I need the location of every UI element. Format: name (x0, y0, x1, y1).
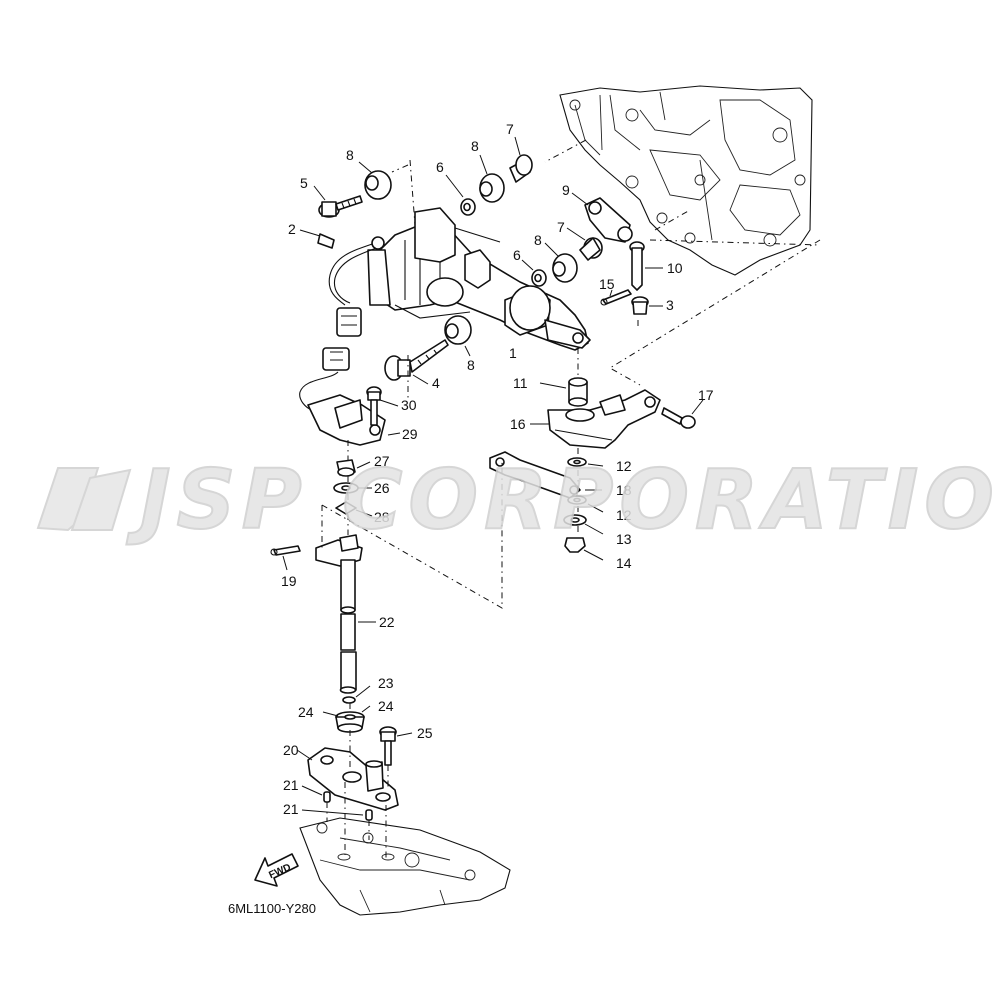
part-5-bolt (313, 185, 363, 218)
part-21-dowel-pin (301, 785, 331, 803)
callout-28: 28 (374, 509, 390, 525)
watermark-text: JSP CORPORATION (126, 453, 1000, 548)
part-10-pin (629, 241, 663, 291)
callout-22: 22 (379, 614, 395, 630)
drawing-code: 6ML1100-Y280 (228, 901, 316, 916)
callout-8-lower: 8 (467, 357, 475, 373)
callout-18: 18 (616, 482, 632, 498)
callout-21-upper: 21 (283, 777, 299, 793)
callout-19: 19 (281, 573, 297, 589)
part-27-nut (336, 459, 371, 477)
lower-housing-outline (299, 817, 511, 916)
callout-26: 26 (374, 480, 390, 496)
part-14-nut (564, 537, 604, 561)
part-9-link (571, 192, 633, 243)
callout-13: 13 (616, 531, 632, 547)
callout-14: 14 (616, 555, 632, 571)
callout-3: 3 (666, 297, 674, 313)
callout-9: 9 (562, 182, 570, 198)
engine-block-outline (559, 85, 813, 276)
part-11-collar (539, 377, 588, 407)
part-6-washer-middle (521, 259, 547, 287)
wire-harness (328, 236, 385, 337)
part-13-washer (563, 514, 604, 535)
part-12-washer-upper (567, 457, 604, 467)
part-8-grommet-upper (358, 161, 392, 200)
alignment-lines (321, 139, 821, 860)
part-22-shift-shaft (315, 534, 376, 694)
part-28-clip (335, 501, 373, 517)
callout-25: 25 (417, 725, 433, 741)
part-25-bolt (379, 726, 413, 766)
part-23-o-ring (342, 685, 371, 704)
callout-15: 15 (599, 276, 615, 292)
callout-27: 27 (374, 453, 390, 469)
shift-rod-assembly (367, 207, 591, 351)
part-15-cotter-pin (600, 289, 632, 306)
callout-30: 30 (401, 397, 417, 413)
part-12-washer-lower (567, 495, 604, 513)
callout-7-lower: 7 (557, 219, 565, 235)
part-4-bolt (384, 339, 449, 385)
watermark: JSP CORPORATION (36, 452, 1000, 549)
callout-12-lower: 12 (616, 507, 632, 523)
callout-5: 5 (300, 175, 308, 191)
part-8-grommet-upper-right (479, 154, 505, 203)
callout-labels: 1 2 3 4 5 6 6 7 7 8 8 8 8 9 10 11 12 12 … (281, 121, 714, 817)
part-24-bushing (322, 705, 371, 733)
callout-20: 20 (283, 742, 299, 758)
callout-8-upper-right: 8 (471, 138, 479, 154)
part-8-grommet-middle (544, 242, 578, 283)
callout-24-left: 24 (298, 704, 314, 720)
part-30-bolt (366, 386, 399, 426)
callout-2: 2 (288, 221, 296, 237)
callout-12-upper: 12 (616, 458, 632, 474)
callout-7-upper: 7 (506, 121, 514, 137)
watermark-logo-icon (36, 467, 132, 532)
callout-29: 29 (402, 426, 418, 442)
callout-4: 4 (432, 375, 440, 391)
callout-6-middle: 6 (513, 247, 521, 263)
callout-16: 16 (510, 416, 526, 432)
callout-6-upper: 6 (436, 159, 444, 175)
part-16-shift-lever (530, 389, 661, 449)
part-29-neutral-switch (299, 347, 401, 446)
part-3-bushing (631, 296, 663, 315)
callout-23: 23 (378, 675, 394, 691)
callout-24-right: 24 (378, 698, 394, 714)
callout-11: 11 (513, 375, 528, 391)
callout-17: 17 (698, 387, 714, 403)
part-8-grommet-lower (444, 315, 472, 357)
callout-1: 1 (509, 345, 517, 361)
callout-8-middle: 8 (534, 232, 542, 248)
callout-21-lower: 21 (283, 801, 299, 817)
fwd-arrow-icon: FWD (254, 853, 299, 887)
callout-10: 10 (667, 260, 683, 276)
part-7-collar-upper (509, 136, 533, 183)
part-7-collar-lower (566, 227, 603, 261)
part-17-bolt (661, 399, 704, 429)
part-6-washer-upper (445, 174, 476, 216)
callout-8-upper-left: 8 (346, 147, 354, 163)
part-20-bracket (296, 747, 399, 811)
part-19-cotter-pin (270, 545, 301, 571)
part-2-plug (299, 229, 335, 249)
part-26-washer (333, 482, 372, 494)
